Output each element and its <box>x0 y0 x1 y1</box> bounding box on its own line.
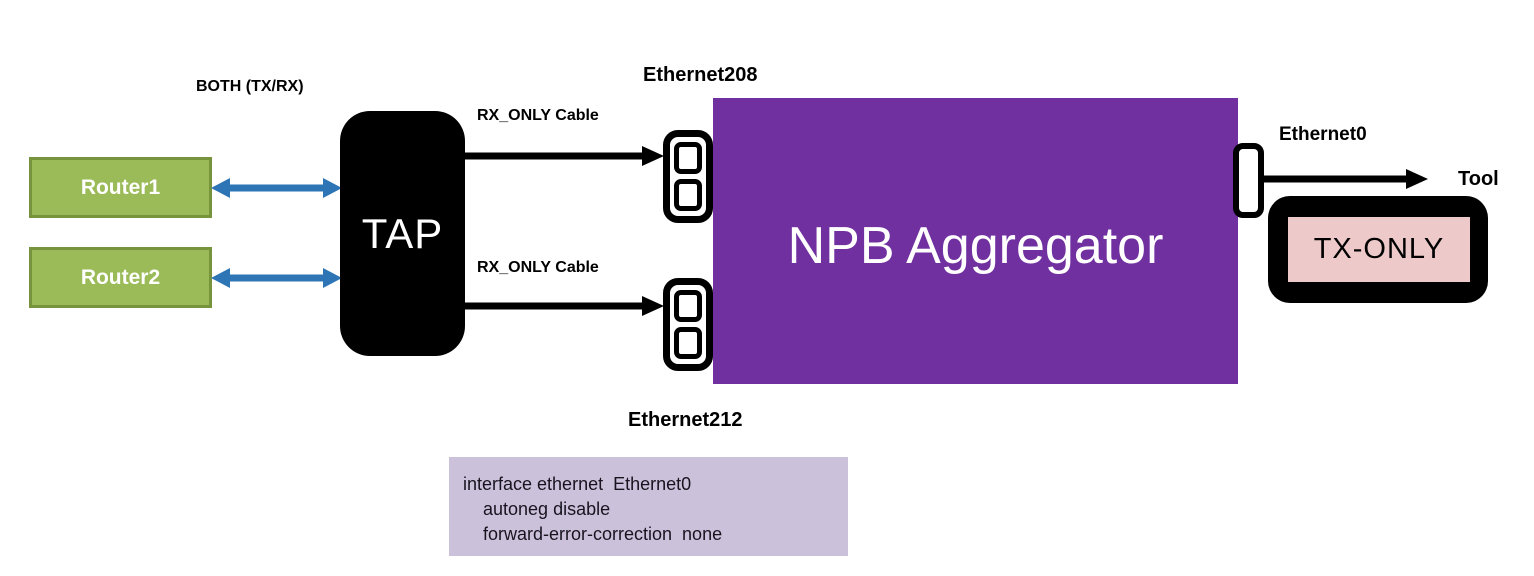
ethernet212-label: Ethernet212 <box>628 409 743 431</box>
ethernet208-label: Ethernet208 <box>643 64 758 86</box>
tap-node-label: TAP <box>361 209 444 257</box>
npb-aggregator-label: NPB Aggregator <box>787 217 1164 275</box>
output-port-connector-icon <box>1233 143 1264 218</box>
port-cell-icon <box>674 327 702 359</box>
port-connector-top-icon <box>663 130 713 223</box>
rx-only-cable-bottom-label: RX_ONLY Cable <box>477 259 599 276</box>
config-line: autoneg disable <box>463 499 611 519</box>
router1-node: Router1 <box>29 157 212 218</box>
router2-tap-bidirectional-arrow-icon <box>211 268 342 288</box>
ethernet0-label: Ethernet0 <box>1279 124 1367 145</box>
npb-aggregator-node: NPB Aggregator <box>713 98 1238 384</box>
tool-device-screen: TX-ONLY <box>1288 217 1470 282</box>
port-cell-icon <box>674 142 702 174</box>
rx-only-cable-top-label: RX_ONLY Cable <box>477 107 599 124</box>
port-connector-bottom-icon <box>663 278 713 371</box>
port-cell-icon <box>674 290 702 322</box>
config-snippet-box: interface ethernet Ethernet0 autoneg dis… <box>449 457 848 556</box>
both-txrx-label: BOTH (TX/RX) <box>196 78 304 95</box>
config-line: interface ethernet Ethernet0 <box>463 474 692 494</box>
rx-cable-bottom-arrow-icon <box>465 296 664 316</box>
tap-node: TAP <box>340 111 465 356</box>
rx-cable-top-arrow-icon <box>465 146 664 166</box>
port-cell-icon <box>674 179 702 211</box>
tool-label: Tool <box>1458 168 1499 190</box>
router1-node-label: Router1 <box>80 175 161 199</box>
router2-node-label: Router2 <box>80 265 161 289</box>
tx-only-label: TX-ONLY <box>1313 233 1445 265</box>
tool-device-node: TX-ONLY <box>1268 196 1488 303</box>
router1-tap-bidirectional-arrow-icon <box>211 178 342 198</box>
router2-node: Router2 <box>29 247 212 308</box>
ethernet0-output-arrow-icon <box>1264 169 1428 189</box>
config-line: forward-error-correction none <box>463 524 723 544</box>
